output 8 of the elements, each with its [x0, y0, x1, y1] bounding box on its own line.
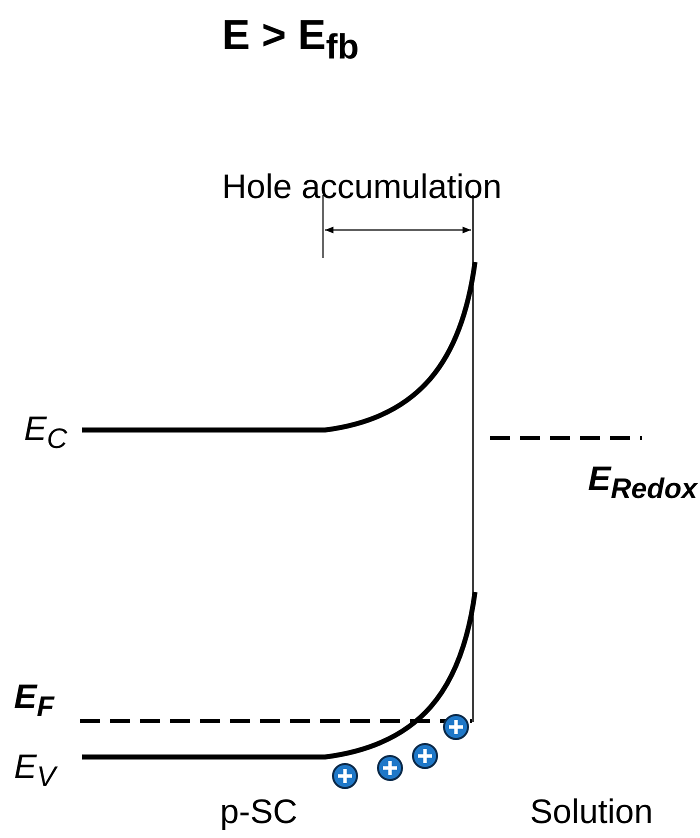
band-label: E$_{V}$ [14, 750, 56, 792]
region-label: Solution [530, 795, 653, 829]
dimension-label: Hole accumulation [222, 170, 502, 204]
level-label: E$_{F}$ [14, 680, 54, 722]
title: E > E$_{fb}$ [222, 14, 359, 64]
band-label: E$_{C}$ [24, 412, 68, 454]
level-label: E$_{Redox}$ [588, 462, 698, 504]
region-label: p-SC [220, 795, 298, 829]
